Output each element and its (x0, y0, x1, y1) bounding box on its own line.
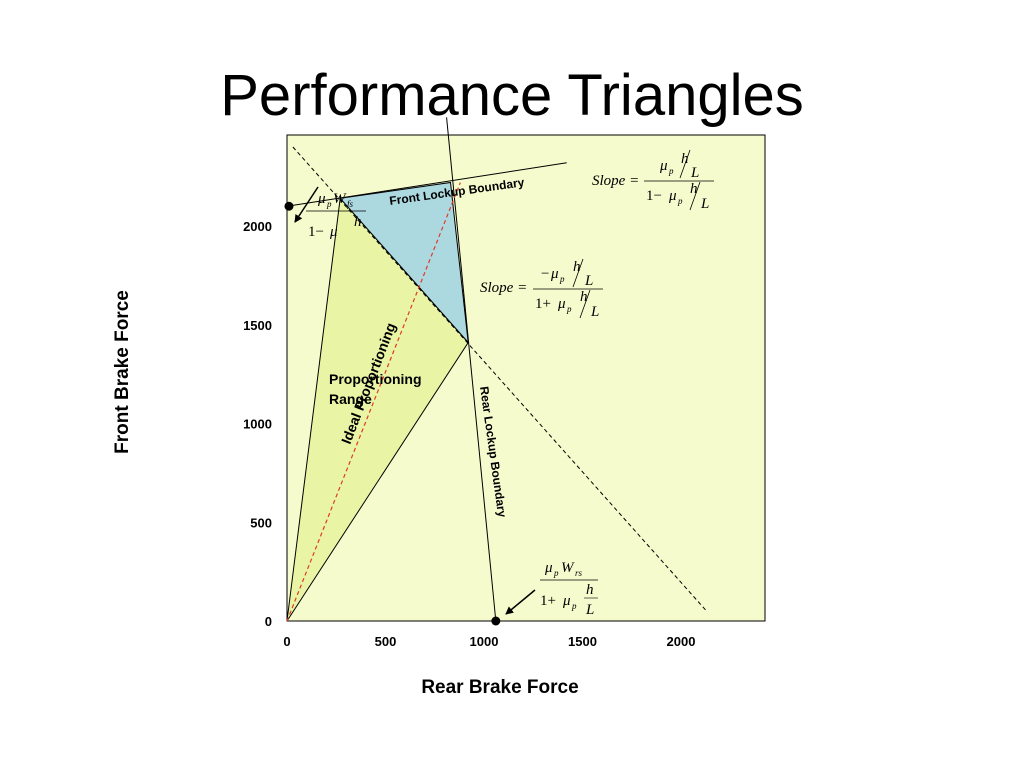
svg-text:p: p (559, 274, 565, 284)
svg-text:μ: μ (668, 188, 677, 204)
x-tick-label: 1000 (470, 634, 499, 649)
front-intercept-formula: μ p W fs 1− μ h (306, 191, 366, 240)
svg-text:μ: μ (329, 224, 338, 240)
y-tick-label: 500 (250, 515, 272, 530)
svg-text:μ: μ (562, 593, 571, 609)
svg-text:fs: fs (347, 199, 354, 209)
rear-lockup-boundary-line (446, 117, 497, 622)
svg-text:h: h (586, 582, 594, 598)
front-lockup-boundary-line (286, 162, 567, 207)
y-tick-label: 2000 (243, 219, 272, 234)
svg-text:Slope =: Slope = (592, 173, 639, 189)
y-axis-ticks: 0 500 1000 1500 2000 (243, 219, 272, 629)
proportioning-range-label-2: Range (329, 391, 372, 407)
rear-slope-formula: Slope = − μ p h L 1+ μ p h L (480, 258, 603, 320)
svg-text:μ: μ (550, 266, 559, 282)
intercept-point (491, 616, 501, 626)
svg-text:1−: 1− (646, 188, 662, 204)
rear-intercept-formula: μ p W rs 1+ μ p h L (540, 560, 598, 618)
svg-text:L: L (585, 602, 594, 618)
svg-text:−: − (541, 266, 549, 282)
rear-intercept-arrow (505, 589, 536, 615)
svg-text:1+: 1+ (540, 593, 556, 609)
svg-text:L: L (700, 196, 709, 212)
front-slope-formula: Slope = μ p h L 1− μ p h L (592, 149, 714, 212)
svg-text:p: p (553, 568, 559, 578)
svg-text:p: p (668, 166, 674, 176)
diagonal-dashed-line (292, 146, 707, 612)
proportioning-range-label-1: Proportioning (329, 371, 422, 387)
svg-text:h: h (580, 289, 588, 305)
y-tick-label: 1000 (243, 417, 272, 432)
svg-text:p: p (571, 601, 577, 611)
y-tick-label: 1500 (243, 318, 272, 333)
blue-region (339, 181, 469, 345)
svg-text:μ: μ (659, 158, 668, 174)
svg-text:W: W (333, 191, 347, 207)
front-intercept-arrow (294, 186, 319, 223)
svg-text:W: W (561, 560, 575, 576)
svg-text:h: h (573, 259, 581, 275)
svg-text:μ: μ (557, 296, 566, 312)
svg-text:Slope =: Slope = (480, 280, 527, 296)
x-axis-label: Rear Brake Force (421, 677, 579, 698)
svg-text:L: L (590, 304, 599, 320)
x-tick-label: 0 (283, 634, 290, 649)
slide-title: Performance Triangles (220, 63, 804, 128)
svg-text:p: p (326, 199, 332, 209)
ideal-proportioning-line (286, 182, 461, 622)
intercept-points (284, 201, 501, 626)
svg-text:p: p (677, 196, 683, 206)
svg-text:h: h (354, 214, 362, 230)
intercept-point (284, 201, 294, 211)
x-tick-label: 2000 (667, 634, 696, 649)
y-tick-label: 0 (265, 614, 272, 629)
svg-text:1−: 1− (308, 224, 324, 240)
svg-text:L: L (690, 165, 699, 181)
svg-text:μ: μ (317, 191, 326, 207)
svg-text:h: h (681, 151, 689, 167)
svg-text:rs: rs (575, 568, 583, 578)
svg-text:μ: μ (544, 560, 553, 576)
svg-text:L: L (584, 273, 593, 289)
x-tick-label: 500 (375, 634, 397, 649)
svg-text:1+: 1+ (535, 296, 551, 312)
svg-text:h: h (690, 181, 698, 197)
x-axis-ticks: 0 500 1000 1500 2000 (283, 634, 695, 649)
svg-text:p: p (566, 304, 572, 314)
x-tick-label: 1500 (568, 634, 597, 649)
